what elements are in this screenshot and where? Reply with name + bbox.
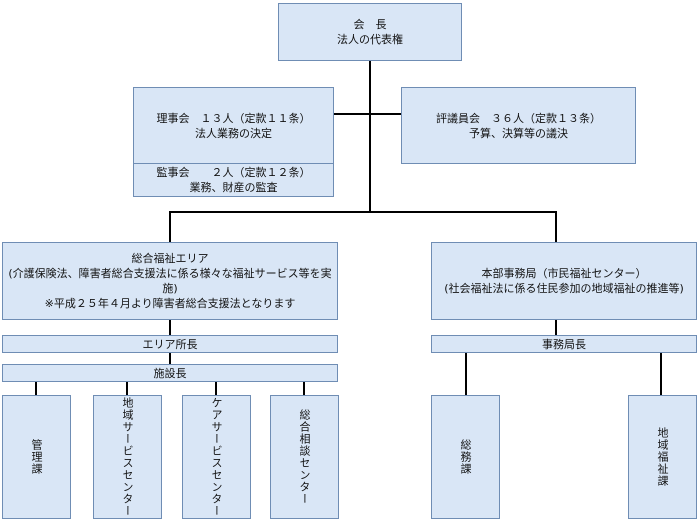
connector-unit-1 bbox=[35, 381, 37, 395]
connector-horizontal-main bbox=[170, 211, 556, 213]
connector-area-manager bbox=[169, 320, 171, 335]
area-line3: ※平成２５年４月より障害者総合支援法となります bbox=[44, 297, 296, 310]
connector-area-down bbox=[169, 211, 171, 242]
board-subtitle: 法人業務の決定 bbox=[195, 126, 272, 140]
auditors-box: 監事会 ２人（定款１２条） 業務、財産の監査 bbox=[133, 163, 334, 197]
auditors-title: 監事会 ２人（定款１２条） bbox=[156, 166, 311, 179]
connector-council-branch bbox=[371, 113, 402, 115]
unit-general-affairs: 総務課 bbox=[431, 395, 500, 519]
connector-unit-2 bbox=[126, 381, 128, 395]
facility-manager-label: 施設長 bbox=[153, 366, 187, 380]
connector-secretariat-manager bbox=[555, 320, 557, 335]
connector-sec-unit-2 bbox=[660, 352, 662, 395]
chairman-subtitle: 法人の代表権 bbox=[337, 33, 403, 46]
secretariat-title: 本部事務局（市民福祉センター） bbox=[481, 267, 647, 280]
connector-secretariat-down bbox=[555, 211, 557, 242]
unit-community-service-center: 地域サービスセンター bbox=[93, 395, 162, 519]
connector-sec-unit-1 bbox=[465, 352, 467, 395]
area-line2: (介護保険法、障害者総合支援法に係る様々な福祉サービス等を実施) bbox=[8, 267, 332, 295]
connector-unit-4 bbox=[303, 381, 305, 395]
unit-community-welfare: 地域福祉課 bbox=[628, 395, 697, 519]
unit-management-label: 管理課 bbox=[30, 439, 43, 475]
unit-management: 管理課 bbox=[2, 395, 71, 519]
connector-chairman-down bbox=[369, 60, 371, 212]
councilors-title: 評議員会 ３６人（定款１３条） bbox=[436, 111, 601, 125]
secretariat-manager-label: 事務局長 bbox=[542, 337, 586, 351]
unit-consultation-center-label: 総合相談センター bbox=[298, 409, 311, 505]
facility-manager-bar: 施設長 bbox=[2, 364, 338, 382]
secretariat-line2: (社会福祉法に係る住民参加の地域福祉の推進等) bbox=[444, 282, 684, 295]
unit-community-welfare-label: 地域福祉課 bbox=[656, 427, 669, 487]
connector-board-branch bbox=[333, 113, 369, 115]
unit-care-service-center: ケアサービスセンター bbox=[182, 395, 251, 519]
area-manager-bar: エリア所長 bbox=[2, 335, 338, 353]
unit-care-service-center-label: ケアサービスセンター bbox=[210, 397, 223, 517]
board-box: 理事会 １３人（定款１１条） 法人業務の決定 bbox=[133, 87, 334, 164]
secretariat-box: 本部事務局（市民福祉センター） (社会福祉法に係る住民参加の地域福祉の推進等) bbox=[431, 242, 697, 320]
connector-facility-manager bbox=[169, 352, 171, 364]
unit-consultation-center: 総合相談センター bbox=[270, 395, 339, 519]
unit-general-affairs-label: 総務課 bbox=[459, 439, 472, 475]
area-title: 総合福祉エリア bbox=[131, 252, 209, 265]
area-manager-label: エリア所長 bbox=[142, 337, 198, 351]
councilors-box: 評議員会 ３６人（定款１３条） 予算、決算等の議決 bbox=[401, 87, 636, 164]
auditors-subtitle: 業務、財産の監査 bbox=[189, 181, 278, 194]
chairman-title: 会 長 bbox=[353, 18, 387, 31]
board-title: 理事会 １３人（定款１１条） bbox=[156, 111, 311, 125]
unit-community-service-center-label: 地域サービスセンター bbox=[121, 397, 134, 517]
councilors-subtitle: 予算、決算等の議決 bbox=[469, 126, 568, 140]
chairman-box: 会 長 法人の代表権 bbox=[278, 3, 462, 61]
area-box: 総合福祉エリア (介護保険法、障害者総合支援法に係る様々な福祉サービス等を実施)… bbox=[2, 242, 338, 320]
connector-unit-3 bbox=[215, 381, 217, 395]
secretariat-manager-bar: 事務局長 bbox=[431, 335, 697, 353]
